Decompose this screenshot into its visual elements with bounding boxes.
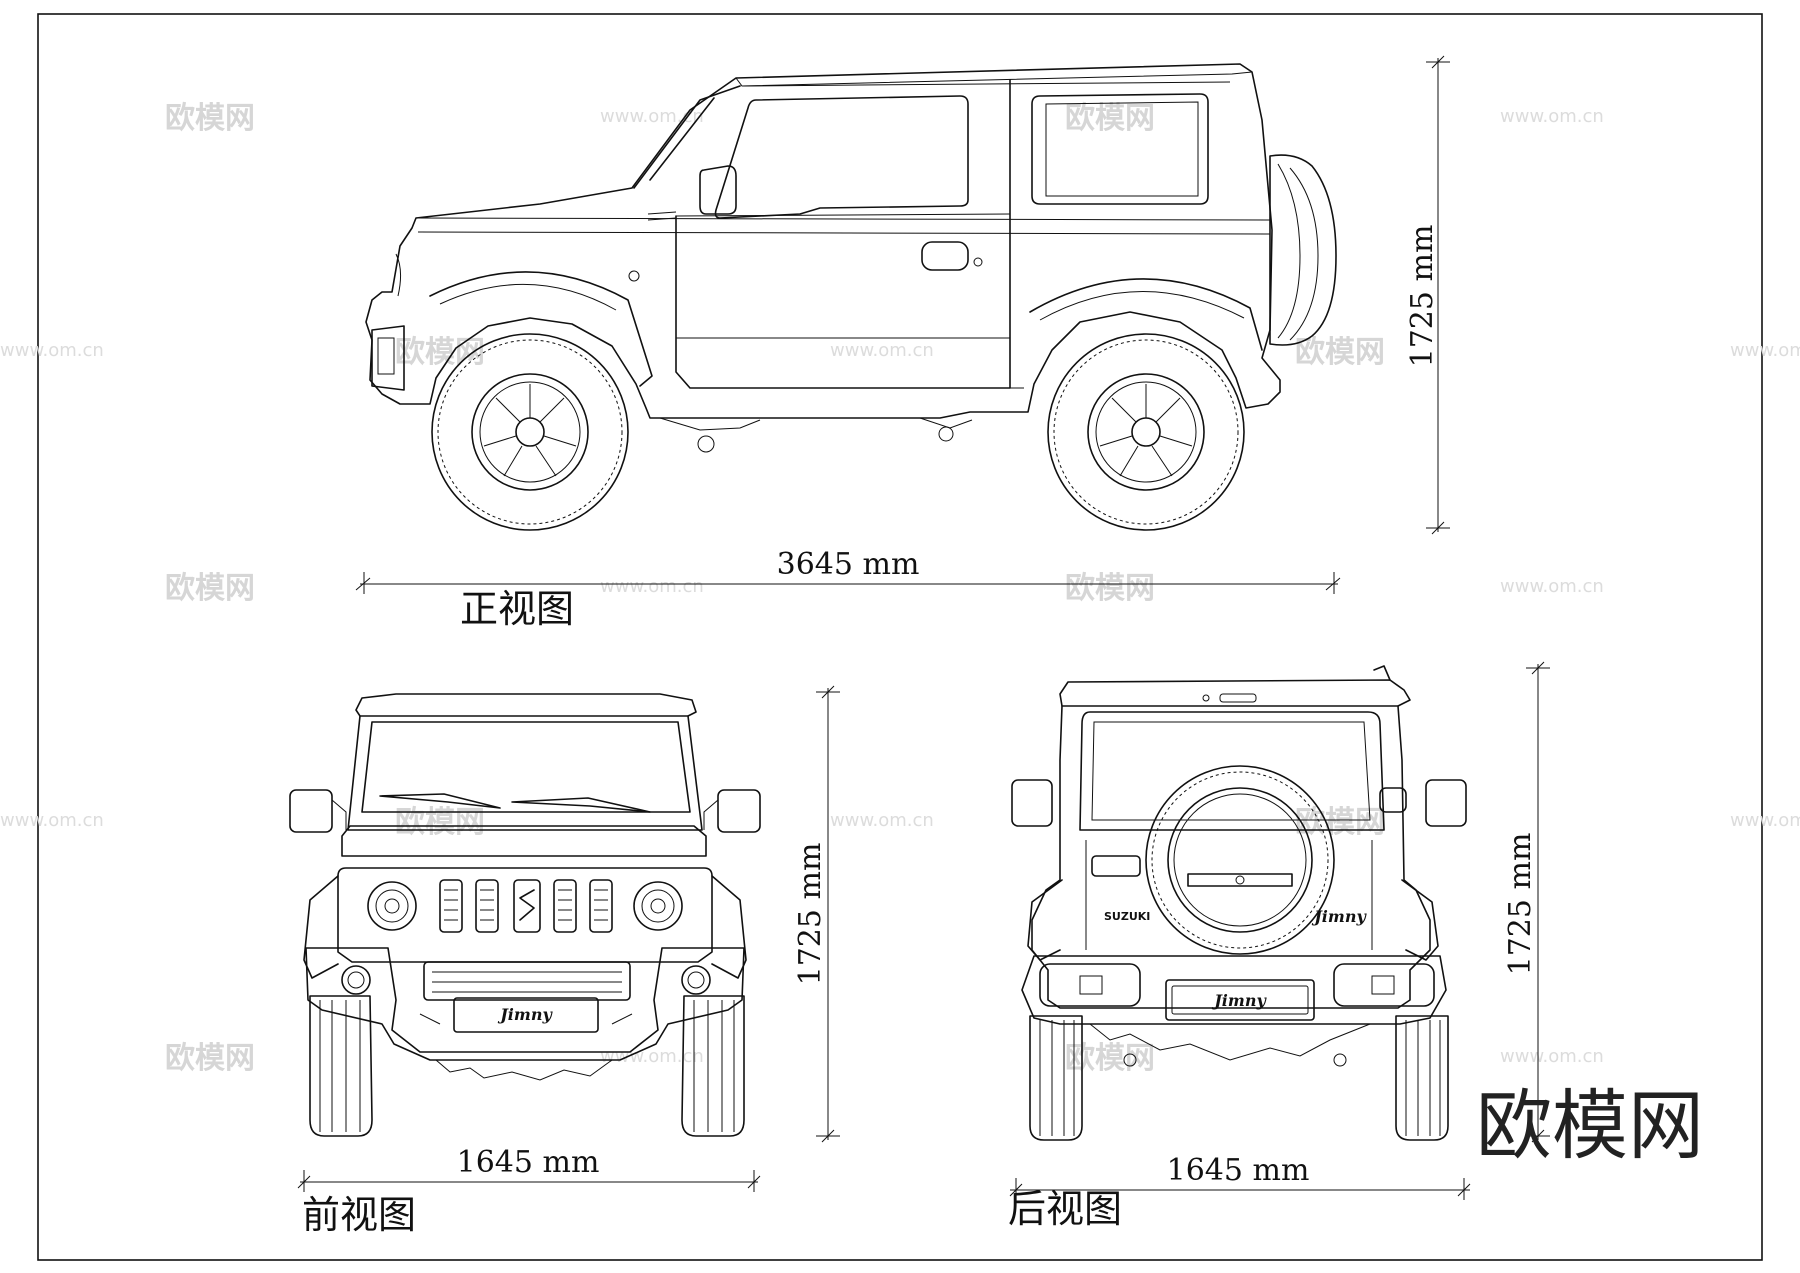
svg-text:欧模网: 欧模网: [1065, 101, 1155, 136]
rear-bumper: [1021, 955, 1447, 1025]
front-width-label: 1645 mm: [457, 1145, 600, 1180]
front-view-caption: 前视图: [302, 1193, 416, 1237]
sheet-border: [37, 13, 1763, 1261]
svg-text:www.om.cn: www.om.cn: [0, 340, 104, 361]
side-front-window: [714, 95, 969, 219]
front-left-headlight: [367, 881, 417, 931]
rear-window: [1079, 711, 1385, 831]
svg-text:欧模网: 欧模网: [395, 335, 485, 370]
svg-text:www.om.cn: www.om.cn: [600, 1046, 704, 1067]
svg-text:欧模网: 欧模网: [165, 571, 255, 606]
side-mirror: [699, 165, 737, 215]
rear-body-outline: [1031, 705, 1431, 1009]
svg-text:欧模网: 欧模网: [1065, 1041, 1155, 1076]
front-lower-grille: [423, 961, 631, 1001]
front-windshield: [361, 721, 691, 813]
front-width-dimension: 1645 mm: [297, 1145, 761, 1192]
front-left-mirror: [289, 789, 333, 833]
rear-view: SUZUKI Jimny Jimny: [1011, 665, 1467, 1141]
svg-text:欧模网: 欧模网: [395, 805, 485, 840]
side-body-outline: [365, 63, 1281, 419]
front-view: Jimny: [289, 693, 761, 1137]
rear-left-tire: [1029, 1015, 1083, 1141]
svg-text:www.om.cn: www.om.cn: [830, 810, 934, 831]
side-length-dimension: 3645 mm: [355, 547, 1341, 594]
front-left-tire: [309, 995, 373, 1137]
svg-text:www.om.cn: www.om.cn: [830, 340, 934, 361]
front-suzuki-emblem: [513, 879, 541, 933]
front-grille-panel: [337, 867, 713, 963]
rear-spare-tire: [1145, 765, 1335, 955]
side-rear-wheel: [1047, 333, 1245, 531]
rear-left-mirror: [1011, 779, 1053, 827]
front-license-plate: [453, 997, 599, 1033]
side-view: [365, 63, 1337, 531]
svg-text:欧模网: 欧模网: [1295, 805, 1385, 840]
rear-license-plate: [1165, 979, 1315, 1021]
front-height-label: 1725 mm: [793, 843, 828, 986]
svg-text:www.om.cn: www.om.cn: [1500, 106, 1604, 127]
front-right-headlight: [633, 881, 683, 931]
svg-text:欧模网: 欧模网: [1065, 571, 1155, 606]
side-front-wheel-arch: [429, 271, 653, 387]
side-view-caption: 正视图: [460, 587, 574, 631]
svg-text:www.om.cn: www.om.cn: [600, 576, 704, 597]
rear-model-badge: Jimny: [1311, 907, 1367, 926]
rear-plate-badge: Jimny: [1211, 991, 1267, 1010]
svg-text:欧模网: 欧模网: [165, 101, 255, 136]
watermark-logo-text: 欧模网: [1476, 1081, 1704, 1170]
rear-right-tire: [1395, 1015, 1449, 1141]
svg-text:www.om.cn: www.om.cn: [1500, 1046, 1604, 1067]
svg-text:www.om.cn: www.om.cn: [1500, 576, 1604, 597]
watermark-layer: 欧模网 www.om.cn 欧模网 www.om.cn www.om.cn 欧模…: [0, 101, 1800, 1076]
rear-brand-badge: SUZUKI: [1104, 910, 1150, 923]
front-model-badge: Jimny: [497, 1005, 553, 1024]
side-height-label: 1725 mm: [1405, 225, 1440, 368]
side-rear-window: [1031, 93, 1209, 205]
svg-text:欧模网: 欧模网: [1295, 335, 1385, 370]
side-front-wheel: [431, 333, 629, 531]
svg-text:www.om.cn: www.om.cn: [600, 106, 704, 127]
rear-width-dimension: 1645 mm: [1009, 1153, 1471, 1200]
front-right-mirror: [717, 789, 761, 833]
rear-width-label: 1645 mm: [1167, 1153, 1310, 1188]
side-door-handle: [921, 241, 969, 271]
rear-height-label: 1725 mm: [1503, 833, 1538, 976]
front-height-dimension: 1725 mm: [793, 685, 840, 1143]
side-length-label: 3645 mm: [777, 547, 920, 582]
front-bumper: [305, 947, 745, 1061]
side-height-dimension: 1725 mm: [1405, 55, 1450, 535]
side-rear-wheel-arch: [1029, 278, 1263, 351]
svg-text:www.om.cn: www.om.cn: [1730, 340, 1800, 361]
svg-text:www.om.cn: www.om.cn: [1730, 810, 1800, 831]
front-right-tire: [681, 995, 745, 1137]
rear-right-mirror: [1425, 779, 1467, 827]
svg-text:欧模网: 欧模网: [165, 1041, 255, 1076]
rear-height-dimension: 1725 mm: [1503, 661, 1550, 1143]
svg-text:www.om.cn: www.om.cn: [0, 810, 104, 831]
side-spare-tire: [1269, 154, 1337, 346]
rear-view-caption: 后视图: [1008, 1187, 1122, 1231]
